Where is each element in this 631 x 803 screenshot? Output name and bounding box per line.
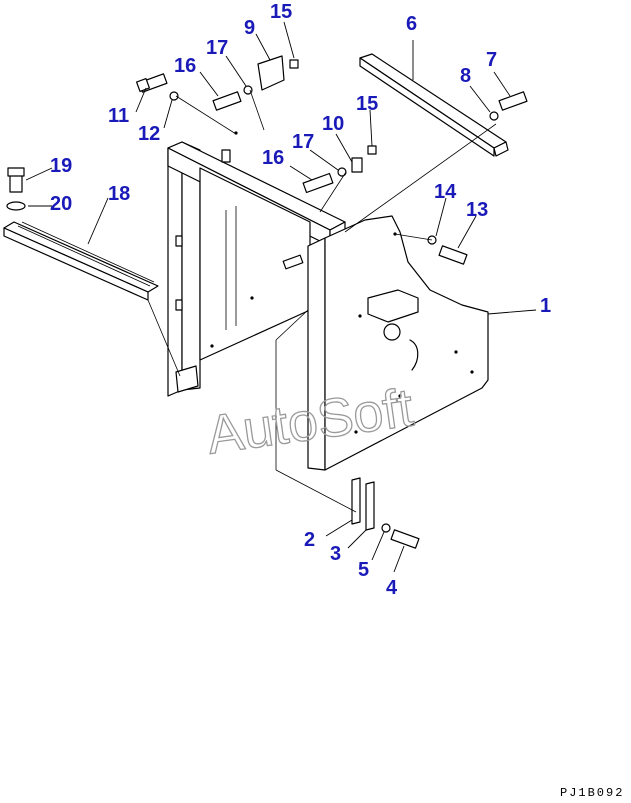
plate-9 <box>257 55 285 91</box>
main-frame <box>167 131 489 471</box>
washer-17-upper <box>243 85 253 95</box>
callout-3: 3 <box>330 543 341 565</box>
callout-13: 13 <box>466 199 488 221</box>
washer-17-lower <box>337 167 347 177</box>
callout-15-lower: 15 <box>356 93 378 115</box>
plate-10 <box>351 157 363 173</box>
nut-15-lower <box>367 145 377 155</box>
washer-8 <box>489 111 499 121</box>
leader-lines <box>25 21 537 573</box>
nut-15-upper <box>289 59 299 69</box>
callout-2: 2 <box>304 529 315 551</box>
washer-12 <box>169 91 179 101</box>
callout-15-upper: 15 <box>270 1 292 23</box>
rail-bar <box>359 53 509 157</box>
washer-20 <box>6 201 26 211</box>
bolt-7 <box>498 91 528 111</box>
bolt-4 <box>390 529 420 549</box>
callout-11: 11 <box>108 105 129 127</box>
drawing-code: PJ1B092 <box>560 786 624 800</box>
bolt-11 <box>135 73 168 93</box>
callout-18: 18 <box>108 183 130 205</box>
washer-5 <box>381 523 391 533</box>
callout-19: 19 <box>50 155 72 177</box>
bolt-19 <box>7 167 25 193</box>
lower-brackets <box>351 477 375 531</box>
callout-14: 14 <box>434 181 457 203</box>
callout-7: 7 <box>486 49 497 71</box>
callout-9: 9 <box>244 17 255 39</box>
callout-17-upper: 17 <box>206 37 228 59</box>
callout-10: 10 <box>322 113 344 135</box>
bolt-13 <box>438 245 468 265</box>
callout-20: 20 <box>50 193 72 215</box>
callout-8: 8 <box>460 65 471 87</box>
callout-12: 12 <box>138 123 160 145</box>
callouts: 1 2 3 4 5 6 7 8 9 10 11 12 13 14 15 15 1… <box>50 1 551 599</box>
callout-1: 1 <box>540 295 551 317</box>
bolt-16-upper <box>212 91 242 111</box>
callout-17-lower: 17 <box>292 131 314 153</box>
callout-16-upper: 16 <box>174 55 196 77</box>
bolt-16-lower <box>302 172 334 194</box>
callout-5: 5 <box>358 559 369 581</box>
callout-16-lower: 16 <box>262 147 284 169</box>
callout-4: 4 <box>386 577 398 599</box>
cover-plate <box>3 221 159 301</box>
callout-6: 6 <box>406 13 417 35</box>
